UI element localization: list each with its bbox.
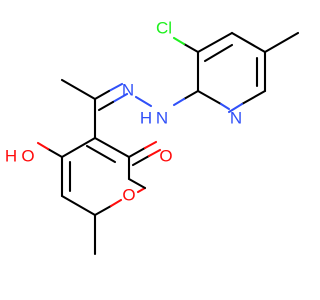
bond-o-c2-red [136,186,147,194]
carbonyl-oxygen-label: O [159,146,172,165]
hydroxyl-hydrogen-label: H [5,146,17,165]
pyridine-nitrogen-label: N [230,108,242,127]
bond-c2-c3 [93,136,131,159]
bond-imine-methyl [60,78,97,101]
hydrazone-imine-nitrogen-label: N [122,80,134,99]
bond-c4-cl-green [172,36,186,46]
bond-c2-carbonyl-double-red [147,148,162,158]
bond-c2-carbonyl-red [143,140,158,150]
bond-o-c2-black [127,177,147,190]
bond-c4-oh-red [36,141,50,151]
hydroxyl-oxygen-label: O [21,146,34,165]
bond-c3-c4 [60,136,97,159]
bond-c2-c3-double [85,144,117,164]
bond-pyridine-c5-c6 [230,31,267,54]
molecule-diagram: Cl N N H N O H O O [4,18,300,256]
bond-n-c-imine-black [93,89,111,101]
bond-c3-nh-blue [172,97,186,107]
bond-c6-o-red [109,198,123,208]
bond-c4-cl [182,42,200,54]
bond-pyridine-c3-n-blue [219,102,231,111]
bond-pyridine-c4-c5 [196,31,234,54]
bond-n-c-imine-double-black [97,100,115,112]
ring-oxygen-label: O [122,185,135,204]
bond-pyridine-c4-c5-double [203,43,234,63]
hydrazone-nh-nitrogen-label: N [156,108,168,127]
bond-pyridine-methyl [263,31,300,54]
bond-pyridine-c3-n [196,89,223,106]
hydrazone-hydrogen-label: H [140,108,152,127]
bond-n-c-imine-double-blue [111,92,129,104]
bond-nh-n-blue [134,95,153,108]
bond-pyridine-c7-n [240,89,267,106]
bond-c5-c6 [60,194,97,217]
structure-svg: Cl N N H N O H O O [5,18,300,256]
bond-n-c-imine-blue-top [107,82,124,93]
bond-c3-nh [182,89,200,101]
bond-c6-o [93,204,113,217]
chlorine-label: Cl [156,18,172,37]
bond-c4-oh [46,147,64,159]
bond-c2-carbonyl-double-black [131,154,151,167]
bond-c2-carbonyl-black [127,146,147,159]
bond-pyridine-n-c3-blue [227,102,244,114]
